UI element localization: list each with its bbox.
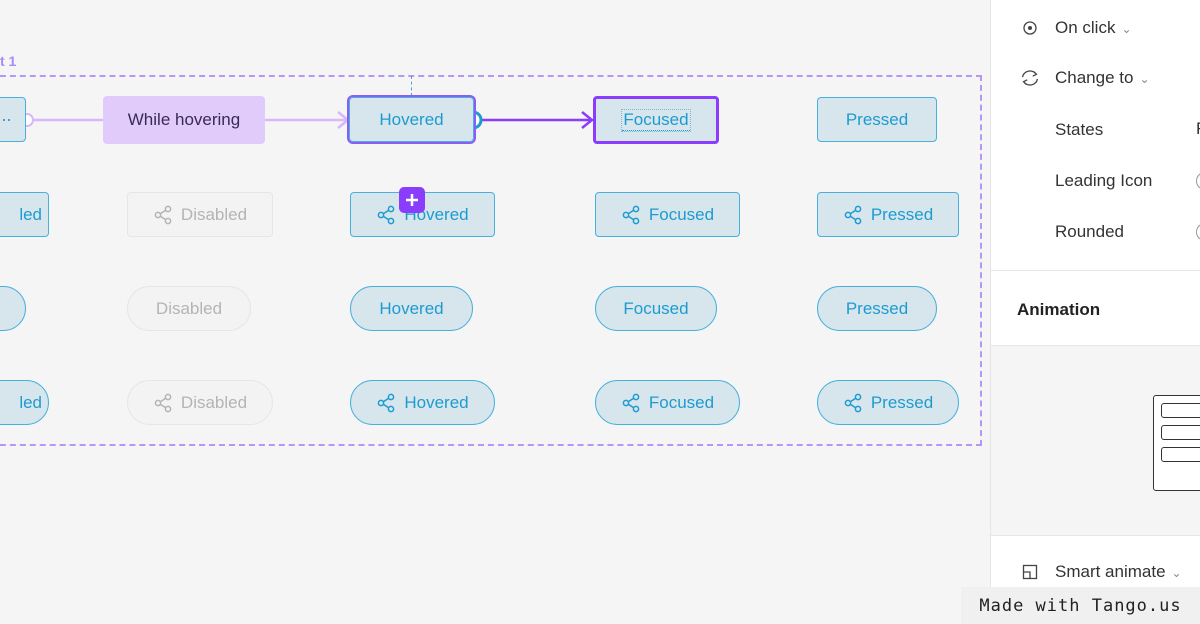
- plus-icon: [406, 194, 418, 206]
- button-rounded-icon-disabled[interactable]: Disabled: [127, 380, 273, 425]
- button-rounded-pressed[interactable]: Pressed: [817, 286, 937, 331]
- button-rounded-icon-pressed[interactable]: Pressed: [817, 380, 959, 425]
- prop-row-rounded[interactable]: Rounded: [991, 219, 1200, 245]
- button-rounded-focused[interactable]: Focused: [595, 286, 717, 331]
- preview-layer: [1161, 425, 1200, 440]
- smart-animate-icon: [1019, 561, 1041, 583]
- share-icon: [154, 205, 172, 224]
- divider: [991, 345, 1200, 346]
- prop-label: Leading Icon: [1055, 171, 1153, 190]
- animation-type-select[interactable]: Smart animate ⌄: [991, 558, 1200, 586]
- button-label: led: [19, 204, 42, 224]
- prop-row-states[interactable]: States: [991, 117, 1200, 143]
- share-icon: [622, 205, 640, 224]
- preview-layer: [1161, 447, 1200, 462]
- tango-watermark: Made with Tango.us: [961, 587, 1200, 624]
- states-value[interactable]: F: [1196, 119, 1200, 139]
- button-rounded-icon-focused[interactable]: Focused: [595, 380, 740, 425]
- button-rounded-icon-hovered[interactable]: Hovered: [350, 380, 495, 425]
- share-icon: [844, 393, 862, 412]
- button-label: Focused: [648, 392, 715, 412]
- action-select[interactable]: Change to ⌄: [991, 64, 1200, 92]
- button-focused-selected[interactable]: Focused: [593, 96, 719, 144]
- prop-label: States: [1055, 120, 1104, 139]
- button-icon-disabled[interactable]: Disabled: [127, 192, 273, 237]
- share-icon: [844, 205, 862, 224]
- button-label: Pressed: [845, 298, 909, 318]
- animation-type-label: Smart animate: [1055, 562, 1166, 581]
- button-label: Hovered: [404, 392, 469, 412]
- button-icon-default-partial[interactable]: led: [0, 192, 49, 237]
- trigger-target-icon: [1019, 17, 1041, 39]
- share-icon: [378, 393, 395, 412]
- button-label: led: [19, 392, 42, 412]
- chevron-down-icon: ⌄: [1139, 72, 1150, 86]
- button-pressed[interactable]: Pressed: [817, 97, 937, 142]
- button-label: Pressed: [870, 204, 934, 224]
- button-icon-pressed[interactable]: Pressed: [817, 192, 959, 237]
- dotted-line-icon: [0, 118, 13, 121]
- trigger-chip[interactable]: While hovering: [103, 96, 265, 144]
- button-label: Disabled: [180, 204, 248, 224]
- animation-section-title: Animation: [1017, 300, 1101, 319]
- animation-preview: [991, 345, 1200, 535]
- button-label: Disabled: [155, 298, 223, 318]
- trigger-label: On click: [1055, 18, 1116, 37]
- share-icon: [378, 205, 395, 224]
- button-label: Hovered: [379, 298, 444, 318]
- frame-label[interactable]: t 1: [0, 53, 17, 69]
- preview-layer: [1161, 403, 1200, 418]
- button-rounded-icon-default-partial[interactable]: led: [0, 380, 49, 425]
- change-to-icon: [1019, 67, 1041, 89]
- action-label: Change to: [1055, 68, 1134, 87]
- button-label: Focused: [621, 108, 691, 132]
- button-label: Disabled: [180, 392, 248, 412]
- divider: [991, 535, 1200, 536]
- button-label: Focused: [623, 298, 689, 318]
- button-rounded-hovered[interactable]: Hovered: [350, 286, 473, 331]
- prop-row-leading-icon[interactable]: Leading Icon: [991, 168, 1200, 194]
- share-icon: [154, 393, 172, 412]
- prototype-panel: On click ⌄ Change to ⌄ States F Leading Ic…: [990, 0, 1200, 624]
- component-set-frame[interactable]: [0, 75, 982, 446]
- prop-label: Rounded: [1055, 222, 1125, 241]
- button-hovered[interactable]: Hovered: [347, 95, 476, 144]
- button-variant-default-partial[interactable]: [0, 97, 26, 142]
- button-label: Pressed: [845, 109, 909, 129]
- button-label: Pressed: [870, 392, 934, 412]
- prototype-connector-active[interactable]: [462, 108, 602, 134]
- trigger-select[interactable]: On click ⌄: [991, 14, 1200, 42]
- button-rounded-disabled[interactable]: Disabled: [127, 286, 251, 331]
- divider: [991, 270, 1200, 271]
- chevron-down-icon: ⌄: [1121, 22, 1132, 36]
- add-interaction-button[interactable]: [399, 187, 425, 213]
- alignment-guide: [411, 76, 412, 96]
- chevron-down-icon: ⌄: [1171, 566, 1182, 580]
- button-label: Focused: [648, 204, 715, 224]
- share-icon: [622, 393, 640, 412]
- design-canvas[interactable]: t 1 While hovering Hovered Focused Press…: [0, 0, 990, 624]
- button-label: Hovered: [379, 109, 444, 129]
- button-icon-focused[interactable]: Focused: [595, 192, 740, 237]
